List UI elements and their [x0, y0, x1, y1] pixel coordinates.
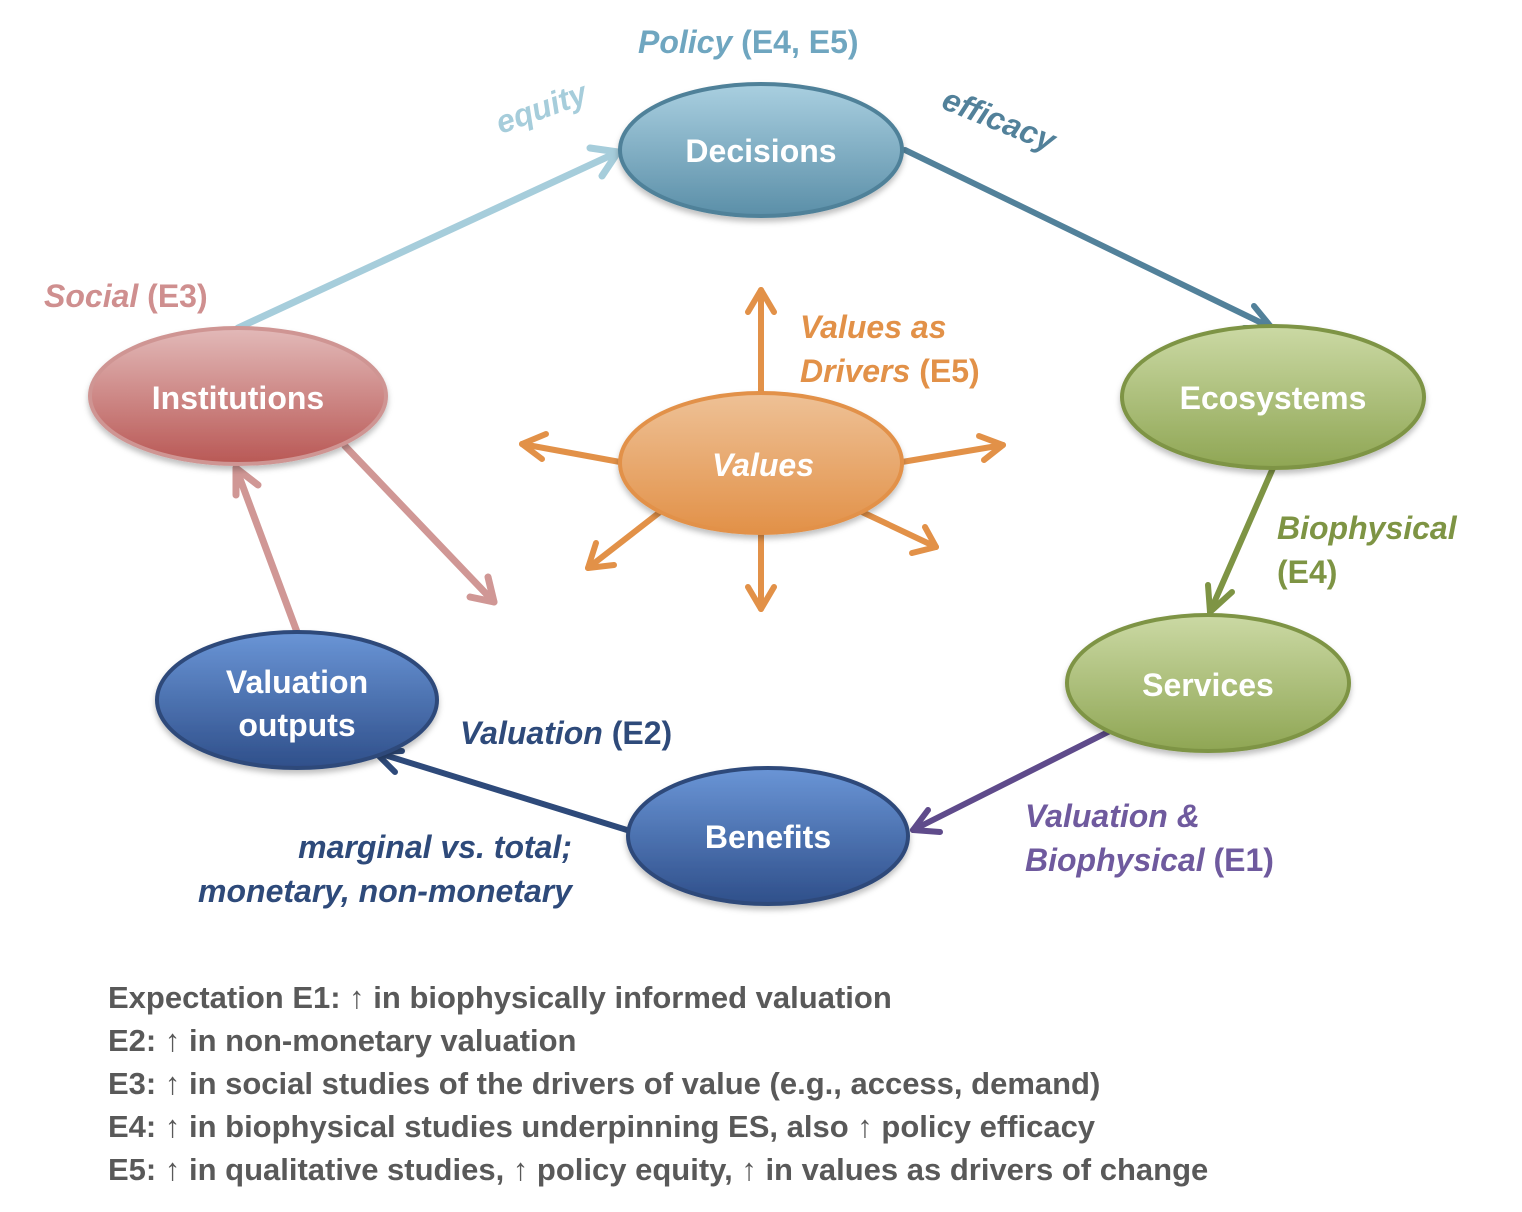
legend-line-e2: E2: ↑ in non-monetary valuation [108, 1023, 577, 1058]
legend-line-e1: Expectation E1: ↑ in biophysically infor… [108, 980, 892, 1015]
label-valbio-tag: (E1) [1204, 842, 1274, 878]
node-services-label: Services [1142, 667, 1274, 703]
arrow-valuation [372, 748, 630, 833]
legend-line-e5: E5: ↑ in qualitative studies, ↑ policy e… [108, 1152, 1209, 1187]
label-biophysical: Biophysical (E4) [1277, 506, 1457, 594]
label-values-drivers-tag: (E5) [910, 353, 980, 389]
label-biophysical-tag: (E4) [1277, 554, 1338, 590]
node-benefits: Benefits [626, 766, 910, 906]
node-benefits-label: Benefits [705, 819, 831, 855]
arrow-to-institutions [232, 464, 301, 636]
arrow-valuation-biophysical [910, 728, 1113, 835]
label-valuation-biophysical: Valuation & Biophysical (E1) [1025, 794, 1274, 882]
label-values-drivers-line1: Values as [800, 309, 947, 345]
node-institutions-label: Institutions [152, 380, 324, 416]
node-services: Services [1065, 613, 1351, 753]
expectations-legend: Expectation E1: ↑ in biophysically infor… [108, 976, 1208, 1191]
arrow-efficacy [902, 147, 1275, 331]
label-social: Social (E3) [44, 274, 208, 318]
node-valuation-outputs: Valuation outputs [155, 630, 439, 770]
label-social-italic: Social [44, 278, 139, 314]
label-valuation-tag: (E2) [602, 715, 673, 751]
node-decisions: Decisions [618, 82, 904, 218]
node-ecosystems: Ecosystems [1120, 324, 1426, 470]
label-policy: Policy (E4, E5) [638, 20, 859, 64]
node-institutions: Institutions [88, 326, 388, 466]
label-efficacy: efficacy [937, 81, 1063, 160]
label-valbio-line1: Valuation & [1025, 798, 1200, 834]
node-valuation-outputs-line2: outputs [238, 707, 355, 743]
arrow-institutions-out [341, 442, 498, 606]
label-valbio-line2: Biophysical [1025, 842, 1205, 878]
label-values-drivers: Values as Drivers (E5) [800, 305, 980, 393]
label-policy-italic: Policy [638, 24, 733, 60]
legend-line-e4: E4: ↑ in biophysical studies underpinnin… [108, 1109, 1096, 1144]
label-marginal-line1: marginal vs. total; [298, 829, 572, 865]
label-valuation: Valuation (E2) [460, 711, 672, 755]
label-policy-tag: (E4, E5) [732, 24, 859, 60]
node-valuation-outputs-line1: Valuation [226, 664, 368, 700]
values-radiating-arrows [519, 287, 1006, 612]
label-valuation-italic: Valuation [460, 715, 603, 751]
label-biophysical-italic: Biophysical [1277, 510, 1457, 546]
node-values-label: Values [712, 447, 814, 483]
legend-line-e3: E3: ↑ in social studies of the drivers o… [108, 1066, 1101, 1101]
label-marginal-line2: monetary, non-monetary [198, 873, 572, 909]
node-ecosystems-label: Ecosystems [1180, 380, 1367, 416]
label-equity: equity [491, 74, 594, 141]
arrow-equity [234, 144, 622, 332]
label-social-tag: (E3) [138, 278, 208, 314]
node-decisions-label: Decisions [685, 133, 836, 169]
node-values: Values [618, 391, 904, 535]
arrow-biophysical [1205, 465, 1276, 615]
label-marginal: marginal vs. total; monetary, non-moneta… [198, 825, 572, 913]
label-values-drivers-line2: Drivers [800, 353, 911, 389]
